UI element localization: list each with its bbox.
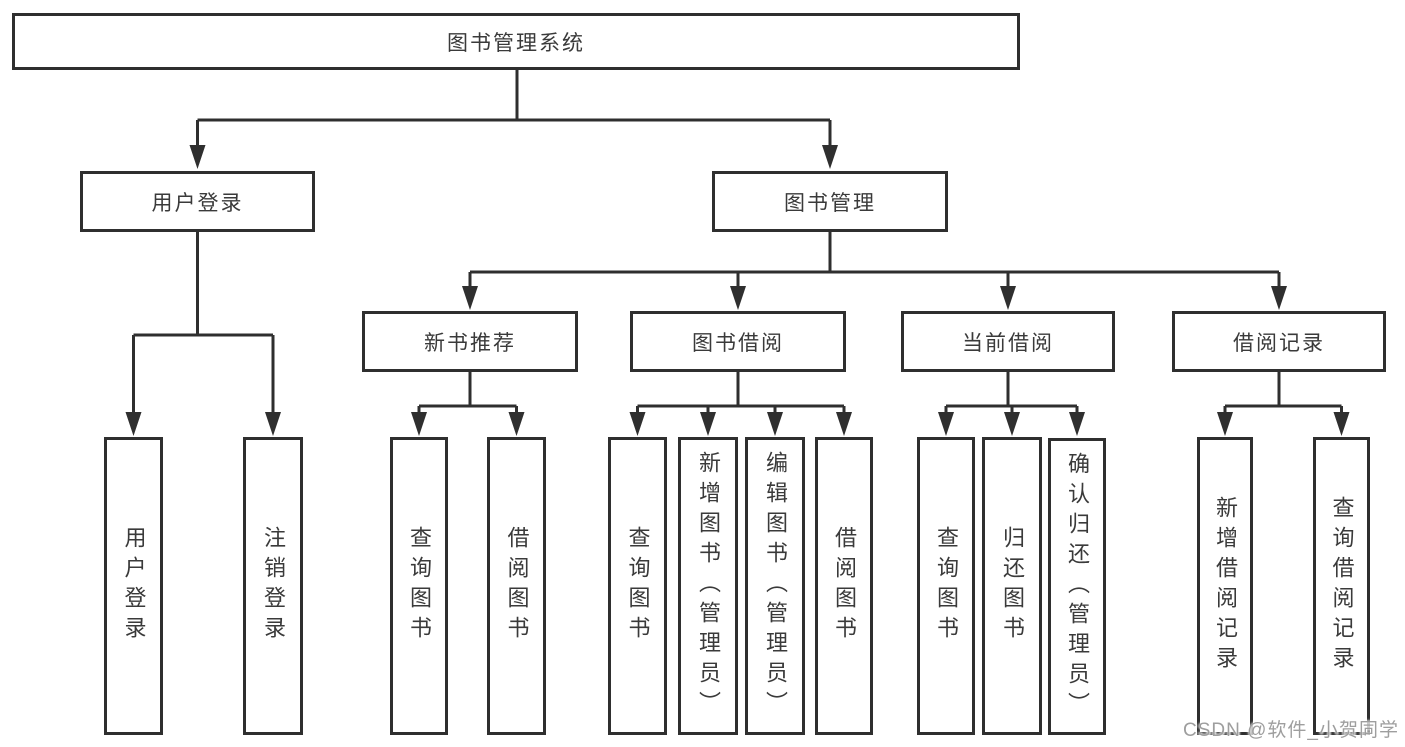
leaf-borrow-books-borrowing: 借阅图书 <box>815 437 873 735</box>
leaf-label: 确认归还（管理员） <box>1065 451 1090 722</box>
node-label: 图书管理 <box>784 191 876 215</box>
leaf-label: 查询图书 <box>407 526 432 646</box>
leaf-query-books-recommend: 查询图书 <box>390 437 448 735</box>
leaf-edit-books-admin: 编辑图书（管理员） <box>745 437 805 735</box>
leaf-query-borrow-record: 查询借阅记录 <box>1313 437 1370 735</box>
leaf-return-books: 归还图书 <box>982 437 1042 735</box>
leaf-label: 借阅图书 <box>832 526 857 646</box>
leaf-label: 查询图书 <box>625 526 651 646</box>
node-book-borrowing: 图书借阅 <box>630 311 846 372</box>
leaf-label: 查询图书 <box>934 526 959 646</box>
node-label: 图书管理系统 <box>447 31 585 55</box>
node-label: 当前借阅 <box>962 331 1054 355</box>
leaf-user-login: 用户登录 <box>104 437 163 735</box>
node-new-book-recommendation: 新书推荐 <box>362 311 578 372</box>
leaf-label: 归还图书 <box>1000 526 1025 646</box>
node-current-borrowing: 当前借阅 <box>901 311 1115 372</box>
node-user-login: 用户登录 <box>80 171 315 232</box>
node-book-management: 图书管理 <box>712 171 948 232</box>
leaf-query-books-borrowing: 查询图书 <box>608 437 667 735</box>
node-borrowing-records: 借阅记录 <box>1172 311 1386 372</box>
leaf-label: 用户登录 <box>121 526 147 646</box>
leaf-logout-login: 注销登录 <box>243 437 303 735</box>
leaf-label: 注销登录 <box>261 526 286 646</box>
leaf-label: 借阅图书 <box>504 526 530 646</box>
leaf-add-books-admin: 新增图书（管理员） <box>678 437 738 735</box>
watermark-text: CSDN @软件_小贺同学 <box>1183 720 1399 741</box>
leaf-add-borrow-record: 新增借阅记录 <box>1197 437 1253 735</box>
arrowheads <box>125 145 1350 436</box>
leaf-label: 查询借阅记录 <box>1329 496 1355 676</box>
leaf-label: 编辑图书（管理员） <box>763 451 788 721</box>
leaf-label: 新增借阅记录 <box>1213 496 1238 676</box>
node-label: 新书推荐 <box>424 331 516 355</box>
leaf-borrow-books-recommend: 借阅图书 <box>487 437 546 735</box>
node-system-root: 图书管理系统 <box>12 13 1020 70</box>
leaf-label: 新增图书（管理员） <box>696 451 721 721</box>
leaf-query-books-current: 查询图书 <box>917 437 975 735</box>
node-label: 用户登录 <box>151 191 244 215</box>
node-label: 图书借阅 <box>692 331 784 355</box>
leaf-confirm-return-admin: 确认归还（管理员） <box>1048 438 1106 735</box>
node-label: 借阅记录 <box>1233 331 1325 355</box>
